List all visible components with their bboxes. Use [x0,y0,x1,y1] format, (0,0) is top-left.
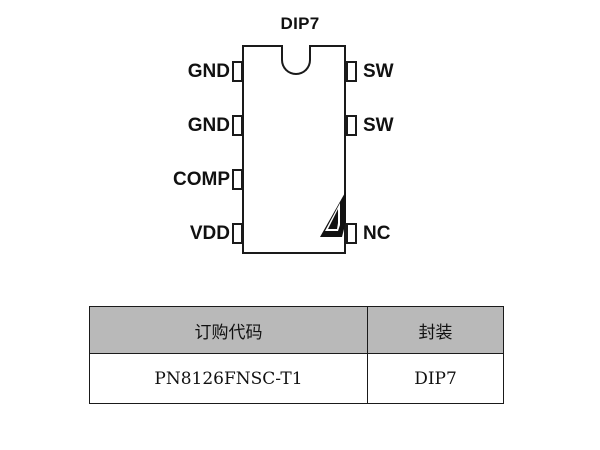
pin-label-sw-1: SW [363,61,394,82]
pin-2 [232,115,243,136]
pin-3 [232,169,243,190]
pin-8 [346,61,357,82]
pin-label-vdd: VDD [189,223,230,244]
table-row: PN8126FNSC-T1 DIP7 [89,353,504,404]
ordering-info-table: 订购代码 封装 PN8126FNSC-T1 DIP7 [89,306,504,404]
pin-5 [346,223,357,244]
pin-1 [232,61,243,82]
pin-7 [346,115,357,136]
pin-label-sw-2: SW [363,115,394,136]
pin-label-comp: COMP [173,169,230,190]
chip-body [242,45,346,254]
header-package: 封装 [367,306,504,354]
pin-label-gnd-2: GND [187,115,230,136]
pin-label-gnd-1: GND [187,61,230,82]
pin1-notch [281,45,311,75]
header-order-code: 订购代码 [89,306,368,354]
pin-4 [232,223,243,244]
table-header-row: 订购代码 封装 [89,306,504,354]
chipown-logo-icon [320,191,346,237]
package-title: DIP7 [280,14,320,33]
cell-order-code: PN8126FNSC-T1 [89,353,368,404]
pin-label-nc: NC [363,223,391,244]
cell-package: DIP7 [367,353,504,404]
